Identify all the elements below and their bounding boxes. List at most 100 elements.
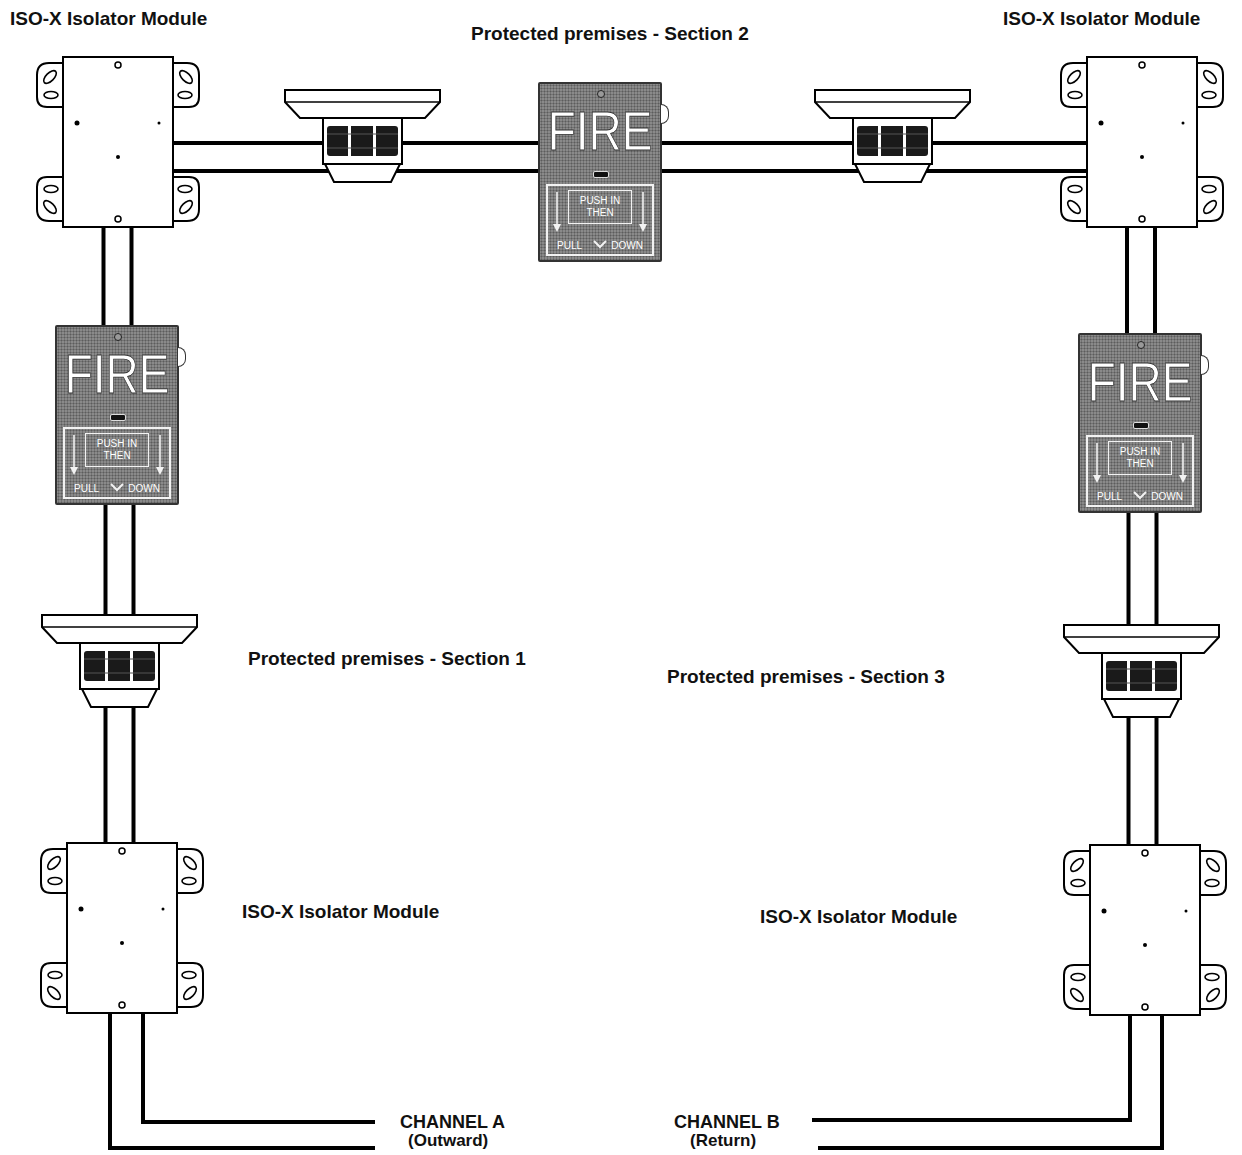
bracket-dot (1185, 910, 1188, 913)
bracket-dot (162, 908, 165, 911)
bracket-dot (1182, 122, 1185, 125)
ear-slot (48, 878, 62, 885)
bracket-plate (1087, 57, 1197, 227)
ear-slot (46, 985, 63, 1002)
station-title: FIRE (1088, 349, 1193, 415)
instruction-panel: PUSH IN THENPULLDOWN (1086, 435, 1194, 507)
ear-slot (44, 186, 58, 193)
ear-slot (182, 972, 196, 979)
smoke-detector (1064, 625, 1219, 717)
ear-slot (1205, 857, 1222, 874)
ear-slot (1069, 987, 1086, 1004)
cover-tab (1201, 355, 1209, 375)
channel-wires (110, 1013, 1162, 1148)
channel-label: CHANNEL A (400, 1112, 505, 1132)
pull-station: PUSH IN THENPULLDOWN FIRE (1078, 333, 1202, 513)
down-arrow-shaft (1096, 443, 1098, 477)
isolator-bracket (37, 843, 207, 1013)
ear-slot (46, 855, 63, 872)
screw-head (114, 333, 122, 341)
ear-slot (1069, 857, 1086, 874)
bracket-hole (115, 62, 121, 68)
channel-a-wire (110, 1013, 375, 1148)
ear-slot (1205, 987, 1222, 1004)
screw-head (597, 90, 605, 98)
instruction-text: PULL (557, 240, 582, 252)
bracket-dot (116, 155, 120, 159)
ear-slot (1205, 880, 1219, 887)
module-label: ISO-X Isolator Module (10, 7, 207, 31)
isolator-bracket (1060, 845, 1230, 1015)
ear-slot (44, 92, 58, 99)
isolator-module: ISO-X Isolator Module (63, 57, 173, 227)
isolator-module: ISO-X Isolator Module (1090, 845, 1200, 1015)
down-arrow-shaft (556, 192, 558, 226)
smoke-detector (42, 615, 197, 707)
ear-slot (1068, 92, 1082, 99)
isolator-module: ISO-X Isolator Module (1087, 57, 1197, 227)
ear-slot (1205, 974, 1219, 981)
bracket-hole (119, 1002, 125, 1008)
wire-outer (102, 227, 134, 325)
section-label: Protected premises - Section 3 (667, 665, 945, 689)
channel-b-wire (812, 1015, 1130, 1120)
instruction-text: DOWN (128, 483, 160, 495)
ear-slot (1068, 186, 1082, 193)
bracket-hole (115, 216, 121, 222)
instruction-text: PUSH IN THEN (569, 191, 631, 219)
instruction-text: DOWN (611, 240, 643, 252)
channel-label: CHANNEL B (674, 1112, 780, 1132)
ear-slot (178, 69, 195, 86)
bracket-hole (1142, 850, 1148, 856)
bracket-dot (1140, 155, 1144, 159)
instruction-text: PUSH IN THEN (1109, 442, 1171, 470)
pull-station: PUSH IN THENPULLDOWNFIRE (55, 325, 179, 505)
cover-tab (178, 347, 186, 367)
bracket-hole (1139, 216, 1145, 222)
ear-slot (178, 186, 192, 193)
down-arrow-head (553, 224, 561, 232)
ear-slot (178, 92, 192, 99)
bracket-dot (79, 907, 84, 912)
module-label: ISO-X Isolator Module (760, 905, 957, 929)
instruction-panel: PUSH IN THENPULLDOWN (63, 427, 171, 499)
ear-slot (1202, 199, 1219, 216)
station-title: FIRE (548, 98, 653, 164)
bracket-plate (63, 57, 173, 227)
pull-chevron (594, 241, 606, 247)
ear-slot (42, 199, 59, 216)
bracket-dot (1143, 943, 1147, 947)
ear-slot (1066, 199, 1083, 216)
wire-gap (1129, 227, 1153, 333)
bracket-dot (75, 121, 80, 126)
ear-slot (1071, 880, 1085, 887)
channel-label: (Outward) (408, 1131, 488, 1151)
down-arrow-head (1179, 475, 1187, 483)
bracket-dot (1099, 121, 1104, 126)
smoke-detector (815, 90, 970, 182)
station-title: FIRE (65, 341, 170, 407)
instruction-text: PULL (74, 483, 99, 495)
pull-chevron (111, 484, 123, 490)
bracket-dot (158, 122, 161, 125)
section-label: Protected premises - Section 1 (248, 647, 526, 671)
ear-slot (1202, 92, 1216, 99)
down-arrow-shaft (159, 435, 161, 469)
smoke-detector (285, 90, 440, 182)
isolator-module: ISO-X Isolator Module (67, 843, 177, 1013)
bracket-dot (1102, 909, 1107, 914)
bracket-plate (67, 843, 177, 1013)
bracket-dot (120, 941, 124, 945)
cover-tab (661, 104, 669, 124)
push-box: PUSH IN THEN (568, 190, 632, 224)
down-arrow-shaft (1182, 443, 1184, 477)
pull-station: PUSH IN THEN PULL DOWN FIRE (538, 82, 662, 262)
ear-slot (48, 972, 62, 979)
bracket-hole (1142, 1004, 1148, 1010)
bracket-plate (1090, 845, 1200, 1015)
screw-head (1137, 341, 1145, 349)
wire-pair (117, 227, 118, 325)
ear-slot (1066, 69, 1083, 86)
instruction-text: DOWN (1151, 491, 1183, 503)
